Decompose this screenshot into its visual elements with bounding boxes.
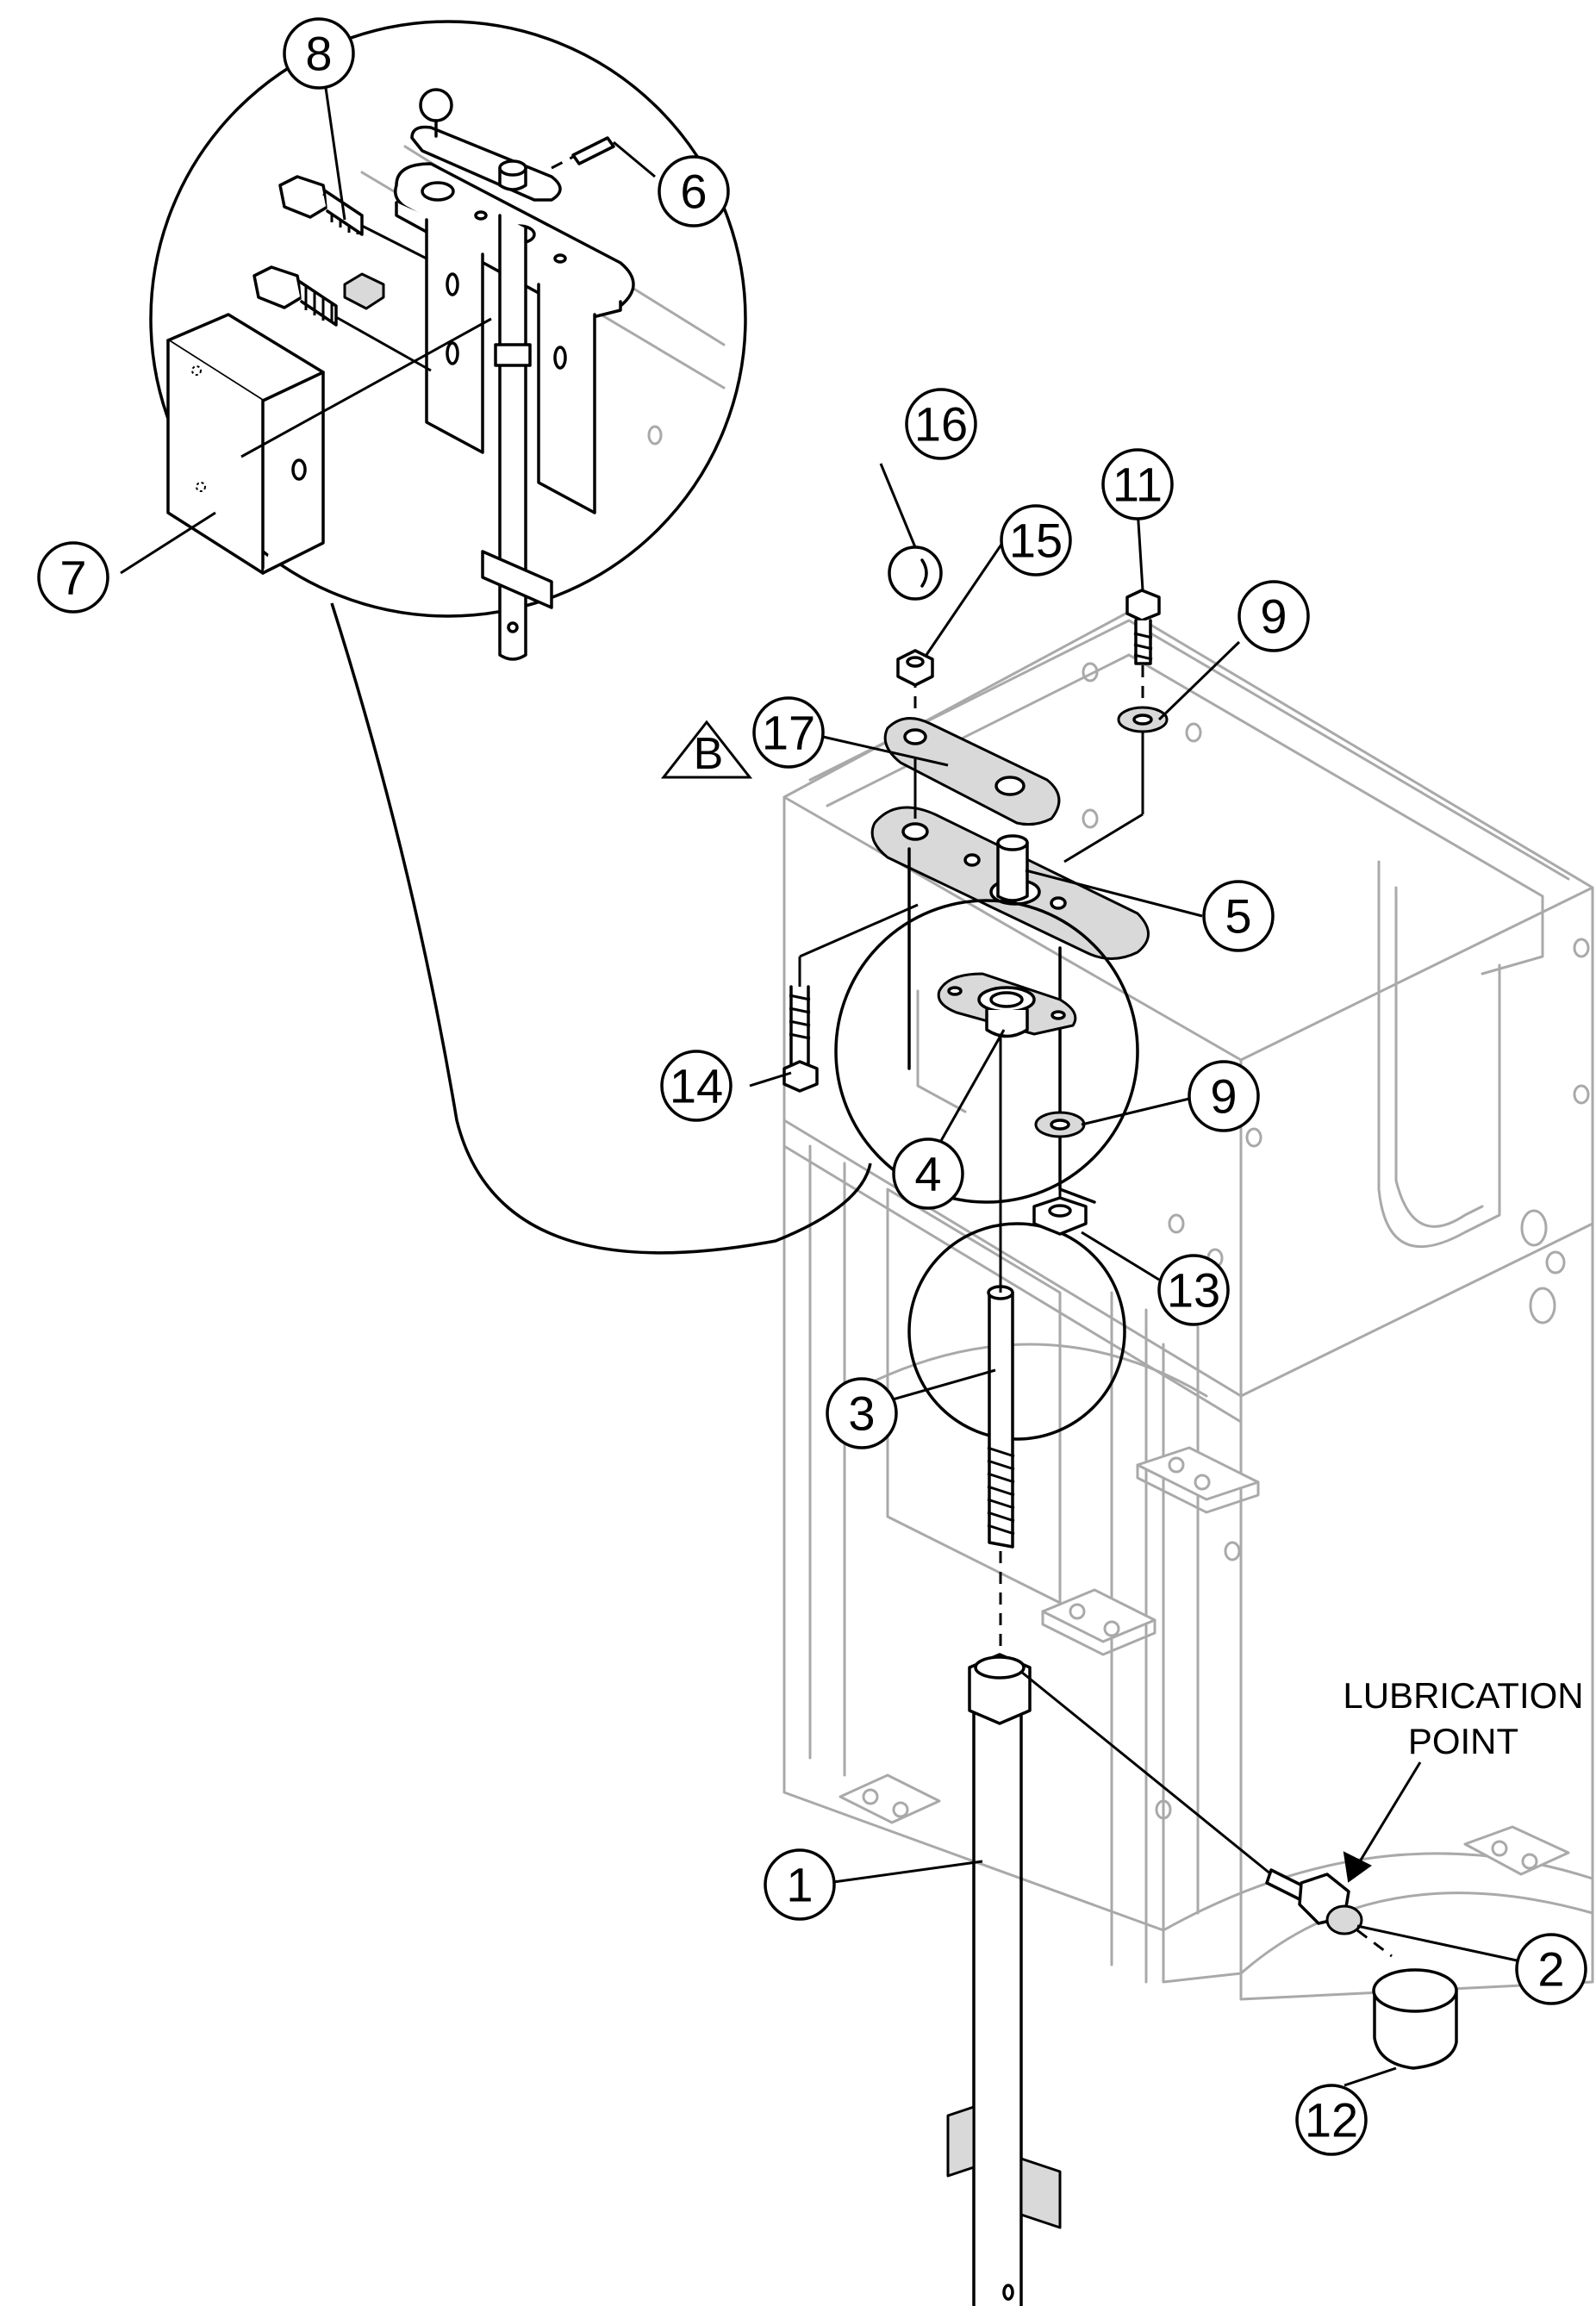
washer-9-upper (1117, 706, 1169, 733)
callout-label: 17 (762, 706, 815, 760)
callout-bubble-14: 14 (660, 1050, 733, 1122)
callout-label: 8 (305, 27, 332, 81)
callout-leaders (749, 463, 1518, 2087)
lubrication-note-line1: LUBRICATION (1343, 1675, 1583, 1716)
bolt-lower (252, 265, 338, 327)
cap-16 (888, 545, 943, 601)
revision-letter: B (694, 729, 724, 779)
callout-bubble-17: 17 (752, 696, 825, 769)
callout-bubble-6: 6 (658, 155, 730, 227)
callout-label: 4 (914, 1147, 941, 1201)
flange-bearing-4 (937, 972, 1077, 1038)
callout-bubble-4: 4 (892, 1137, 964, 1210)
callout-label: 5 (1225, 889, 1251, 944)
callout-label: 7 (59, 551, 86, 605)
callout-label: 12 (1305, 2093, 1358, 2147)
callout-label: 6 (680, 165, 707, 219)
grease-fitting-2 (1265, 1868, 1363, 1935)
callout-bubble-5: 5 (1202, 880, 1275, 952)
callout-bubble-8: 8 (283, 17, 355, 90)
callout-label: 16 (914, 397, 968, 452)
cap-12 (1372, 1968, 1458, 2070)
callout-label: 2 (1537, 1942, 1564, 1997)
callout-bubble-1: 1 (764, 1848, 836, 1921)
callout-label: 1 (786, 1858, 813, 1912)
bolt-14 (782, 985, 819, 1093)
callout-bubble-7: 7 (37, 541, 109, 614)
detail-circle-bearing (834, 899, 1139, 1204)
callout-label: 15 (1009, 514, 1063, 568)
callout-bubble-9-upper: 9 (1238, 580, 1310, 652)
callout-label: 13 (1167, 1263, 1220, 1318)
detail-circle-rod (907, 1222, 1126, 1441)
callout-bubble-16: 16 (905, 388, 977, 460)
shaft-1 (946, 1653, 1062, 2306)
callout-label: 11 (1113, 458, 1163, 512)
nut-15 (896, 649, 934, 687)
callout-label: 9 (1260, 589, 1287, 644)
revision-marker: B (660, 720, 753, 779)
link-plate-17 (883, 717, 1061, 826)
callout-bubble-13: 13 (1157, 1254, 1230, 1326)
callout-bubble-12: 12 (1295, 2084, 1368, 2156)
callout-label: 3 (848, 1387, 875, 1441)
callout-bubble-3: 3 (826, 1377, 898, 1449)
lubrication-arrow (1343, 1761, 1422, 1883)
callout-bubble-2: 2 (1515, 1933, 1587, 2005)
bolt-upper (278, 175, 364, 236)
pin-5 (996, 834, 1029, 902)
callout-label: 9 (1210, 1069, 1237, 1124)
threaded-rod-3 (987, 1034, 1015, 1549)
callout-bubble-11: 11 (1101, 448, 1174, 520)
washer-9-lower (1034, 1111, 1086, 1138)
lubrication-note-line2: POINT (1408, 1721, 1518, 1761)
callout-bubble-15: 15 (1000, 504, 1072, 576)
bolt-11 (1125, 589, 1161, 665)
nut-13 (1032, 1196, 1088, 1236)
callout-label: 14 (670, 1059, 723, 1113)
callout-bubble-9-lower: 9 (1188, 1060, 1260, 1132)
detail-view-linkage (120, 20, 872, 1255)
